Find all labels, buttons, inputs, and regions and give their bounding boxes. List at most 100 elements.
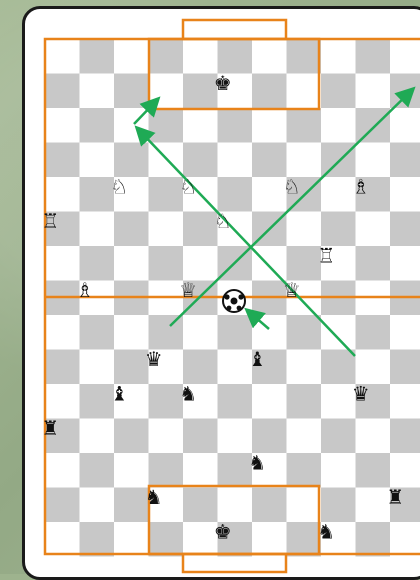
- board-square[interactable]: [356, 315, 391, 350]
- board-square[interactable]: [287, 108, 322, 143]
- board-square[interactable]: [356, 108, 391, 143]
- board-square[interactable]: [218, 39, 253, 74]
- board-square[interactable]: [356, 350, 391, 385]
- board-square[interactable]: [149, 419, 184, 454]
- board-square[interactable]: [45, 39, 80, 74]
- soccer-ball-icon[interactable]: [223, 290, 245, 312]
- board-square[interactable]: [390, 315, 420, 350]
- board-square[interactable]: [252, 522, 287, 557]
- board-square[interactable]: [218, 453, 253, 488]
- board-square[interactable]: [321, 212, 356, 247]
- white-knight-1[interactable]: ♘: [110, 174, 128, 198]
- board-square[interactable]: [252, 108, 287, 143]
- black-knight-1[interactable]: ♞: [179, 381, 197, 405]
- board-square[interactable]: [149, 384, 184, 419]
- board-square[interactable]: [45, 177, 80, 212]
- white-rook[interactable]: ♖: [41, 209, 59, 233]
- board-square[interactable]: [287, 212, 322, 247]
- board-square[interactable]: [321, 39, 356, 74]
- board-square[interactable]: [80, 488, 115, 523]
- board-square[interactable]: [80, 39, 115, 74]
- board-square[interactable]: [45, 453, 80, 488]
- board-square[interactable]: [80, 522, 115, 557]
- board-square[interactable]: [321, 74, 356, 109]
- board-square[interactable]: [114, 315, 149, 350]
- board-square[interactable]: [356, 246, 391, 281]
- board-square[interactable]: [390, 39, 420, 74]
- board-square[interactable]: [80, 143, 115, 178]
- white-bishop-1[interactable]: ♗: [352, 174, 370, 198]
- board-square[interactable]: [45, 488, 80, 523]
- board-square[interactable]: [321, 177, 356, 212]
- white-knight-4[interactable]: ♘: [214, 209, 232, 233]
- board-square[interactable]: [287, 350, 322, 385]
- white-queen-1[interactable]: ♕: [179, 278, 197, 302]
- board-square[interactable]: [356, 74, 391, 109]
- board-square[interactable]: [114, 488, 149, 523]
- board-square[interactable]: [218, 384, 253, 419]
- black-bishop-1[interactable]: ♝: [248, 347, 266, 371]
- board-square[interactable]: [252, 74, 287, 109]
- board-square[interactable]: [390, 384, 420, 419]
- board-square[interactable]: [80, 453, 115, 488]
- board-square[interactable]: [114, 39, 149, 74]
- board-square[interactable]: [252, 384, 287, 419]
- board-square[interactable]: [252, 143, 287, 178]
- board-square[interactable]: [183, 488, 218, 523]
- board-square[interactable]: [356, 419, 391, 454]
- board-square[interactable]: [149, 212, 184, 247]
- board-square[interactable]: [80, 419, 115, 454]
- board-square[interactable]: [149, 453, 184, 488]
- board-square[interactable]: [45, 74, 80, 109]
- board-square[interactable]: [356, 143, 391, 178]
- board-square[interactable]: [287, 246, 322, 281]
- board-square[interactable]: [80, 350, 115, 385]
- board-square[interactable]: [287, 522, 322, 557]
- board-square[interactable]: [356, 453, 391, 488]
- board-square[interactable]: [287, 453, 322, 488]
- board-square[interactable]: [80, 74, 115, 109]
- black-knight-3[interactable]: ♞: [145, 485, 163, 509]
- black-queen-1[interactable]: ♛: [145, 347, 163, 371]
- board-square[interactable]: [287, 74, 322, 109]
- board-square[interactable]: [252, 39, 287, 74]
- board-square[interactable]: [80, 315, 115, 350]
- board-square[interactable]: [390, 143, 420, 178]
- board-square[interactable]: [321, 419, 356, 454]
- board-square[interactable]: [390, 522, 420, 557]
- board-square[interactable]: [114, 246, 149, 281]
- board-square[interactable]: [45, 522, 80, 557]
- board-square[interactable]: [183, 419, 218, 454]
- board-square[interactable]: [287, 39, 322, 74]
- board-square[interactable]: [45, 143, 80, 178]
- board-square[interactable]: [390, 350, 420, 385]
- board-square[interactable]: [218, 143, 253, 178]
- board-square[interactable]: [114, 143, 149, 178]
- board-square[interactable]: [114, 453, 149, 488]
- game-board[interactable]: ♚♘♘♘♗♖♘♖♗♕♕♛♝♝♞♛♜♞♞♜♚♞: [25, 9, 420, 580]
- board-square[interactable]: [45, 246, 80, 281]
- board-square[interactable]: [321, 350, 356, 385]
- board-square[interactable]: [114, 74, 149, 109]
- board-square[interactable]: [252, 488, 287, 523]
- white-bishop-2[interactable]: ♗: [76, 278, 94, 302]
- board-square[interactable]: [80, 246, 115, 281]
- white-knight-2[interactable]: ♘: [179, 174, 197, 198]
- board-square[interactable]: [390, 453, 420, 488]
- board-square[interactable]: [356, 522, 391, 557]
- board-square[interactable]: [183, 350, 218, 385]
- board-square[interactable]: [80, 177, 115, 212]
- board-square[interactable]: [287, 315, 322, 350]
- black-bishop-2[interactable]: ♝: [110, 381, 128, 405]
- board-square[interactable]: [321, 453, 356, 488]
- board-square[interactable]: [252, 246, 287, 281]
- board-square[interactable]: [149, 108, 184, 143]
- black-rook-2[interactable]: ♜: [386, 485, 404, 509]
- board-square[interactable]: [80, 384, 115, 419]
- board-square[interactable]: [218, 350, 253, 385]
- board-square[interactable]: [149, 522, 184, 557]
- board-square[interactable]: [321, 488, 356, 523]
- board-square[interactable]: [149, 39, 184, 74]
- board-square[interactable]: [80, 108, 115, 143]
- board-square[interactable]: [183, 74, 218, 109]
